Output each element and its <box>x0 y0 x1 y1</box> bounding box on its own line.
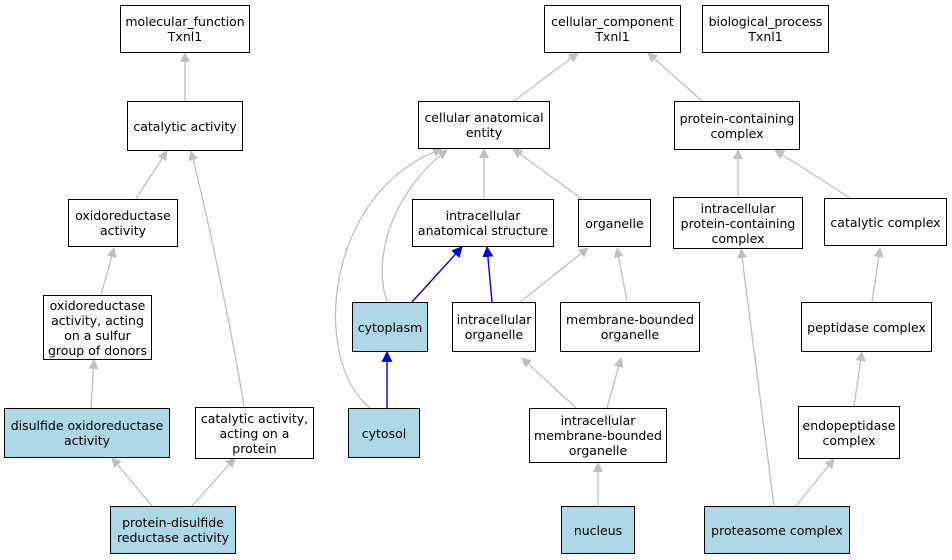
edge-disulfide-oxidoreductase-to-oxidoreductase-sulfur <box>88 359 99 409</box>
node-catalytic-complex[interactable]: catalytic complex <box>824 198 947 246</box>
node-biological-process[interactable]: biological_process Txnl1 <box>702 5 829 53</box>
node-endopeptidase-complex[interactable]: endopeptidase complex <box>798 406 900 459</box>
node-organelle[interactable]: organelle <box>578 199 651 247</box>
node-intracellular-protein-containing-complex[interactable]: intracellular protein-containing complex <box>673 197 803 249</box>
edge-organelle-to-anatomical-entity <box>512 148 583 200</box>
edge-cellular-anatomical-entity-to-cellular-component <box>513 52 579 102</box>
node-protein-containing-complex[interactable]: protein-containing complex <box>674 101 800 150</box>
node-intracellular-organelle[interactable]: intracellular organelle <box>452 302 536 352</box>
edge-intracellular-organelle-to-organelle <box>519 247 589 303</box>
node-peptidase-complex[interactable]: peptidase complex <box>801 302 932 352</box>
node-protein-disulfide-reductase-activity[interactable]: protein-disulfide reductase activity <box>110 506 236 554</box>
edge-membrane-bounded-to-organelle <box>613 247 628 303</box>
edge-peptidase-complex-to-catalytic-complex <box>871 247 884 303</box>
edge-intracellular-organelle-to-intracellular-structure <box>482 245 494 303</box>
edge-proteasome-to-endopeptidase <box>795 458 835 507</box>
node-proteasome-complex[interactable]: proteasome complex <box>704 506 850 554</box>
edge-oxidoreductase-to-catalytic-activity <box>135 150 168 200</box>
node-catalytic-activity-acting-on-protein[interactable]: catalytic activity, acting on a protein <box>195 407 314 459</box>
edge-cytoplasm-to-intracellular-structure <box>411 246 463 303</box>
edge-cytosol-to-anatomical-entity <box>335 147 443 409</box>
node-cytosol[interactable]: cytosol <box>348 408 420 458</box>
node-oxidoreductase-activity[interactable]: oxidoreductase activity <box>68 199 178 247</box>
node-cellular-anatomical-entity[interactable]: cellular anatomical entity <box>418 101 550 149</box>
edge-protein-disulfide-to-catalytic-on-protein <box>191 457 236 507</box>
node-molecular-function[interactable]: molecular_function Txnl1 <box>120 5 250 53</box>
edge-oxidoreductase-sulfur-to-oxidoreductase <box>100 247 117 296</box>
node-catalytic-activity[interactable]: catalytic activity <box>127 101 243 151</box>
node-oxidoreductase-sulfur-donors[interactable]: oxidoreductase activity, acting on a sul… <box>43 295 152 360</box>
node-disulfide-oxidoreductase-activity[interactable]: disulfide oxidoreductase activity <box>4 408 170 458</box>
edge-protein-disulfide-to-disulfide-oxidoreductase <box>111 457 153 507</box>
edge-protein-containing-complex-to-cellular-component <box>647 52 703 102</box>
node-intracellular-membrane-bounded-organelle[interactable]: intracellular membrane-bounded organelle <box>529 408 667 463</box>
node-nucleus[interactable]: nucleus <box>561 506 635 554</box>
node-cellular-component[interactable]: cellular_component Txnl1 <box>544 5 681 53</box>
edge-intracellular-membrane-bounded-to-membrane-bounded <box>606 357 624 409</box>
edge-intracellular-membrane-bounded-to-intracellular-organelle <box>521 357 577 409</box>
edge-cytoplasm-to-anatomical-entity <box>381 149 448 303</box>
edge-endopeptidase-to-peptidase-complex <box>853 351 866 407</box>
edge-proteasome-to-intracellular-complex <box>737 248 775 507</box>
node-membrane-bounded-organelle[interactable]: membrane-bounded organelle <box>560 302 700 352</box>
node-cytoplasm[interactable]: cytoplasm <box>352 302 428 352</box>
edge-catalytic-on-protein-to-catalytic-activity <box>188 150 245 408</box>
node-intracellular-anatomical-structure[interactable]: intracellular anatomical structure <box>412 199 554 247</box>
edge-catalytic-complex-to-protein-complex <box>774 149 851 199</box>
